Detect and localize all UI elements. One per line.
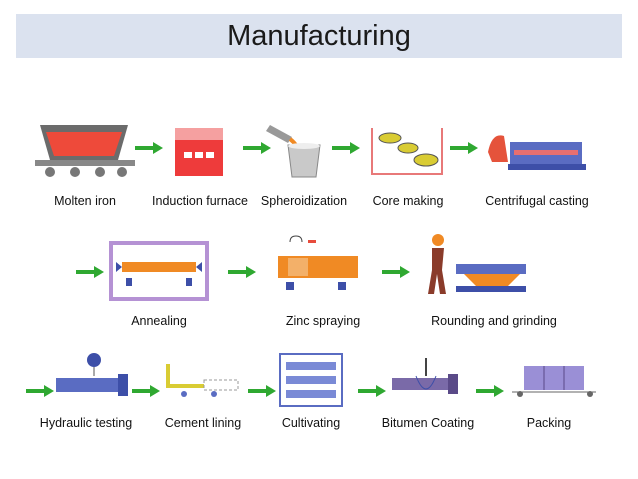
step-core-making: Core making — [368, 120, 448, 215]
pouring-icon — [266, 125, 321, 178]
casting-machine-icon — [488, 135, 586, 170]
step-rounding-grinding: Rounding and grinding — [424, 234, 557, 335]
step-cultivating: Cultivating — [278, 352, 344, 437]
arrow-icon — [76, 266, 104, 278]
cement-lining-icon — [166, 364, 239, 397]
step-label: Spheroidization — [260, 194, 348, 208]
step-label: Cement lining — [164, 416, 242, 430]
annealing-oven-icon — [109, 241, 209, 301]
bundle-icon — [512, 366, 596, 397]
arrow-icon — [248, 385, 276, 397]
step-label: Rounding and grinding — [431, 314, 557, 328]
arrow-icon — [358, 385, 386, 397]
cores-icon — [371, 128, 443, 175]
title-bar: Manufacturing — [16, 14, 622, 58]
arrow-icon — [132, 385, 160, 397]
step-label: Annealing — [131, 314, 187, 328]
step-label: Packing — [526, 416, 572, 430]
step-label: Hydraulic testing — [39, 416, 133, 430]
zinc-spray-icon — [278, 235, 358, 290]
coating-icon — [392, 358, 458, 394]
step-annealing: Annealing — [108, 240, 210, 335]
step-molten-iron: Molten iron — [30, 120, 140, 215]
step-label: Cultivating — [281, 416, 341, 430]
pressure-gauge-icon — [56, 353, 128, 396]
step-centrifugal-casting: Centrifugal casting — [482, 122, 592, 215]
arrow-icon — [228, 266, 256, 278]
step-zinc-spraying: Zinc spraying — [268, 232, 368, 335]
step-spheroidization: Spheroidization — [261, 115, 352, 215]
pipe-stack-icon — [279, 353, 343, 407]
arrow-icon — [26, 385, 54, 397]
step-cement-lining: Cement lining — [164, 360, 244, 437]
arrow-icon — [450, 142, 478, 154]
step-packing: Packing — [510, 358, 600, 437]
grinding-icon — [428, 234, 526, 294]
step-label: Induction furnace — [152, 194, 248, 208]
step-label: Bitumen Coating — [381, 416, 475, 430]
arrow-icon — [243, 142, 271, 154]
arrow-icon — [382, 266, 410, 278]
arrow-icon — [135, 142, 163, 154]
step-label: Centrifugal casting — [485, 194, 589, 208]
step-hydraulic-testing: Hydraulic testing — [40, 352, 136, 437]
arrow-icon — [332, 142, 360, 154]
arrow-icon — [476, 385, 504, 397]
page-title: Manufacturing — [227, 20, 411, 52]
step-label: Zinc spraying — [285, 314, 361, 328]
ladle-icon — [35, 125, 135, 177]
furnace-icon — [175, 128, 223, 176]
step-induction-furnace: Induction furnace — [150, 120, 250, 215]
step-label: Molten iron — [54, 194, 116, 208]
step-label: Core making — [372, 194, 444, 208]
step-bitumen-coating: Bitumen Coating — [382, 356, 474, 437]
